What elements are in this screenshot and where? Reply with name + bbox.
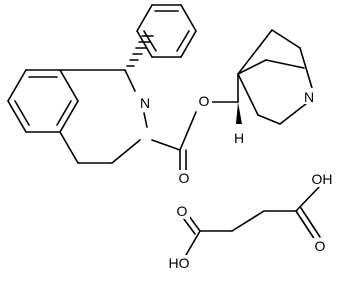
atom-label-hydroxyl-bottom: HO [166,255,192,271]
wedge-stereo-bond [236,102,242,124]
atom-label-hydroxyl-top: OH [310,171,334,187]
svg-text:O: O [199,93,210,109]
atom-label-ring-nitrogen: N [138,94,152,111]
quinuclidine-cage [211,29,313,125]
svg-text:H: H [234,130,244,146]
atom-label-stereo-hydrogen: H [234,130,244,146]
atom-label-carbonyl-oxygen-top: O [312,238,328,254]
hashed-stereo-bond [126,35,154,67]
benzo-ring [7,69,79,133]
svg-text:N: N [304,89,314,105]
atom-label-carbonyl-oxygen-bottom: O [174,203,190,219]
svg-text:N: N [140,95,150,111]
piperidine-ring [59,69,148,164]
svg-text:O: O [177,203,188,219]
svg-text:O: O [315,238,326,254]
phenyl-ring [136,4,197,58]
svg-text:HO: HO [169,255,190,271]
atom-label-ester-oxygen: O [196,93,212,109]
atom-label-carbonyl-oxygen: O [176,170,192,186]
atom-label-bridgehead-nitrogen: N [302,88,316,105]
succinic-acid [180,185,321,256]
carbamate-group [151,111,197,177]
svg-text:OH: OH [312,171,333,187]
svg-text:O: O [179,170,190,186]
